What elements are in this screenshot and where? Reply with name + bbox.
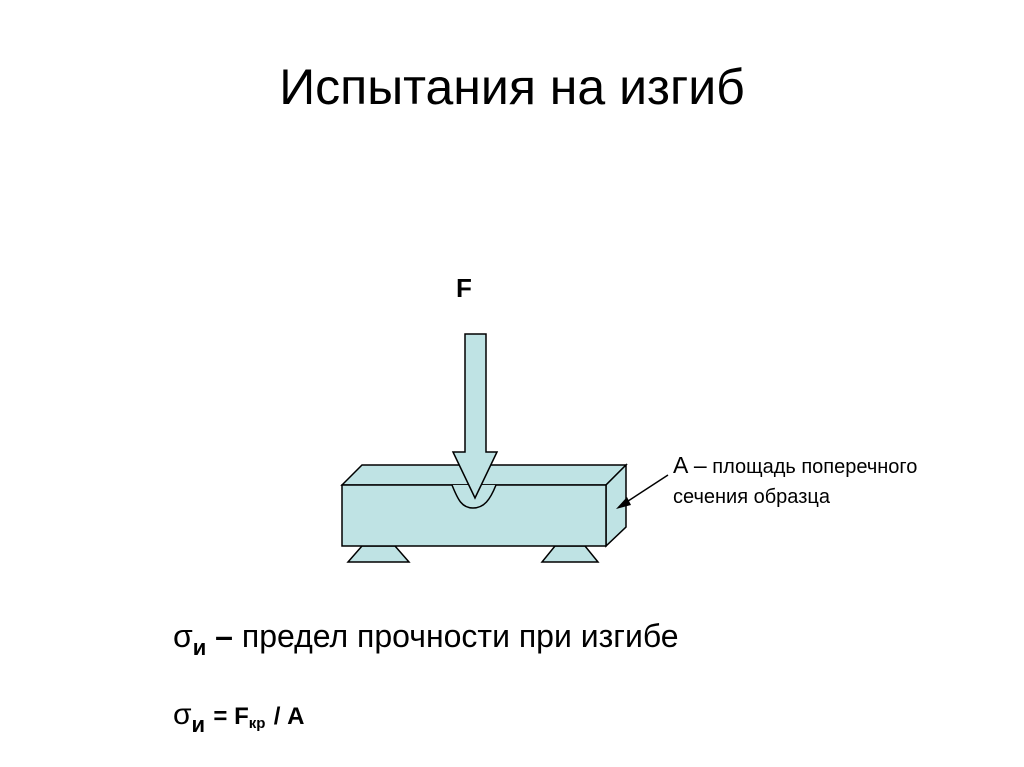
formula-sigma-sub: и (191, 712, 206, 737)
area-text-line1: площадь поперечного (712, 456, 918, 478)
formula-equals-f: = F (213, 703, 249, 730)
left-support (346, 545, 411, 563)
definition-sigma-sub: и (192, 635, 207, 660)
formula-sigma: σ (173, 698, 192, 731)
area-annotation: A – площадь поперечного сечения образца (673, 450, 917, 512)
cross-section-pointer-head-icon (616, 497, 631, 509)
definition-text: предел прочности при изгибе (241, 618, 679, 654)
cross-section-pointer-line (621, 474, 669, 506)
definition-sigma: σ (173, 618, 193, 654)
force-label: F (456, 273, 472, 303)
right-support (540, 545, 600, 563)
strength-definition: σи – предел прочности при изгибе (173, 620, 679, 659)
strength-formula: σи = Fкр / A (173, 700, 304, 736)
formula-divide-a: / A (273, 703, 305, 730)
force-arrow-icon (451, 333, 499, 500)
area-symbol: A (673, 452, 689, 478)
definition-dash: – (215, 618, 233, 654)
formula-f-sub: кр (248, 715, 266, 732)
area-annotation-line1: A – площадь поперечного (673, 450, 917, 482)
area-dash: – (693, 452, 707, 478)
area-text-line2: сечения образца (673, 486, 830, 508)
slide-title: Испытания на изгиб (279, 59, 745, 115)
